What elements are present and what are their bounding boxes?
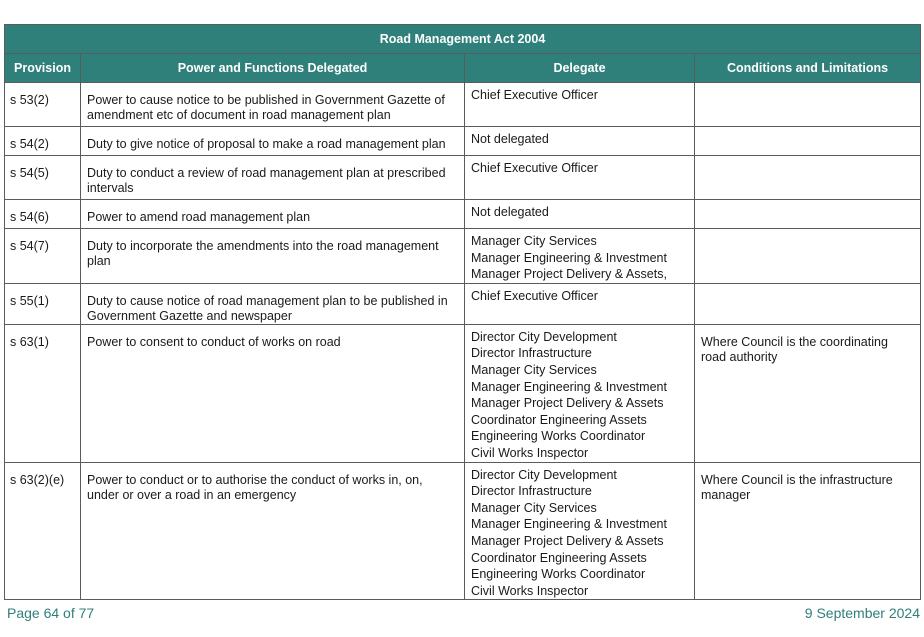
table-row: s 54(5)Duty to conduct a review of road … [4, 155, 921, 200]
delegate-item: Not delegated [471, 132, 549, 146]
delegate-item: Coordinator Engineering Assets [471, 412, 647, 427]
delegate-item: Civil Works Inspector [471, 445, 589, 460]
table-row: s 53(2)Power to cause notice to be publi… [4, 82, 921, 127]
delegate-item: Director Infrastructure [471, 346, 592, 361]
column-header-delegate: Delegate [464, 53, 695, 83]
delegate-item: Manager Engineering & Investment [471, 379, 667, 394]
cell-conditions [694, 126, 921, 156]
delegate-item: Manager Engineering & Investment [471, 517, 667, 532]
cell-provision: s 63(2)(e) [4, 461, 81, 601]
table-title: Road Management Act 2004 [4, 24, 921, 54]
cell-delegate: Chief Executive Officer [464, 282, 695, 325]
delegate-item: Manager Engineering & Investment [471, 250, 667, 265]
cell-provision: s 55(1) [4, 282, 81, 325]
cell-power: Power to consent to conduct of works on … [80, 323, 465, 463]
table-row: s 55(1)Duty to cause notice of road mana… [4, 282, 921, 325]
table-row: s 63(1)Power to consent to conduct of wo… [4, 323, 921, 463]
cell-delegate: Chief Executive Officer [464, 155, 695, 200]
cell-conditions [694, 228, 921, 284]
delegate-item: Not delegated [471, 205, 549, 219]
table-row: s 54(6)Power to amend road management pl… [4, 199, 921, 229]
cell-power: Power to cause notice to be published in… [80, 82, 465, 127]
delegation-table: Road Management Act 2004 Provision Power… [4, 24, 921, 601]
cell-power: Duty to cause notice of road management … [80, 282, 465, 325]
cell-provision: s 53(2) [4, 82, 81, 127]
cell-conditions [694, 82, 921, 127]
cell-delegate: Chief Executive Officer [464, 82, 695, 127]
delegate-item: Director Infrastructure [471, 484, 592, 499]
table-body: s 53(2)Power to cause notice to be publi… [4, 82, 921, 601]
delegate-item: Engineering Works Coordinator [471, 567, 646, 582]
cell-power: Duty to give notice of proposal to make … [80, 126, 465, 156]
cell-provision: s 54(5) [4, 155, 81, 200]
delegate-item: Manager Project Delivery & Assets [471, 396, 664, 411]
cell-conditions: Where Council is the infrastructure mana… [694, 461, 921, 601]
cell-power: Power to conduct or to authorise the con… [80, 461, 465, 601]
cell-conditions: Where Council is the coordinating road a… [694, 323, 921, 463]
cell-provision: s 54(2) [4, 126, 81, 156]
cell-conditions [694, 282, 921, 325]
cell-power: Power to amend road management plan [80, 199, 465, 229]
delegate-item: Manager City Services [471, 500, 597, 515]
document-date: 9 September 2024 [804, 605, 920, 621]
table-row: s 54(7)Duty to incorporate the amendment… [4, 228, 921, 284]
delegate-item: Civil Works Inspector [471, 583, 589, 598]
table-row: s 63(2)(e)Power to conduct or to authori… [4, 461, 921, 601]
cell-provision: s 54(6) [4, 199, 81, 229]
cell-provision: s 54(7) [4, 228, 81, 284]
delegate-item: Manager City Services [471, 234, 597, 248]
delegate-item: Engineering Works Coordinator [471, 429, 646, 444]
cell-delegate: Not delegated [464, 126, 695, 156]
delegate-item: Chief Executive Officer [471, 161, 598, 175]
cell-delegate: Not delegated [464, 199, 695, 229]
cell-conditions [694, 155, 921, 200]
delegate-item: Manager City Services [471, 362, 597, 377]
cell-provision: s 63(1) [4, 323, 81, 463]
delegate-item: Chief Executive Officer [471, 288, 598, 303]
cell-power: Duty to incorporate the amendments into … [80, 228, 465, 284]
delegate-item: Coordinator Engineering Assets [471, 550, 647, 565]
cell-power: Duty to conduct a review of road managem… [80, 155, 465, 200]
column-header-power: Power and Functions Delegated [80, 53, 465, 83]
column-header-provision: Provision [4, 53, 81, 83]
cell-conditions [694, 199, 921, 229]
delegate-item: Manager Project Delivery & Assets [471, 533, 664, 548]
column-header-conditions: Conditions and Limitations [694, 53, 921, 83]
delegate-item: Chief Executive Officer [471, 88, 598, 102]
delegate-item: Director City Development [471, 467, 617, 482]
delegate-item: Director City Development [471, 329, 617, 344]
delegate-item: Manager Project Delivery & Assets, [471, 267, 667, 282]
table-row: s 54(2)Duty to give notice of proposal t… [4, 126, 921, 156]
page-number: Page 64 of 77 [7, 605, 95, 621]
